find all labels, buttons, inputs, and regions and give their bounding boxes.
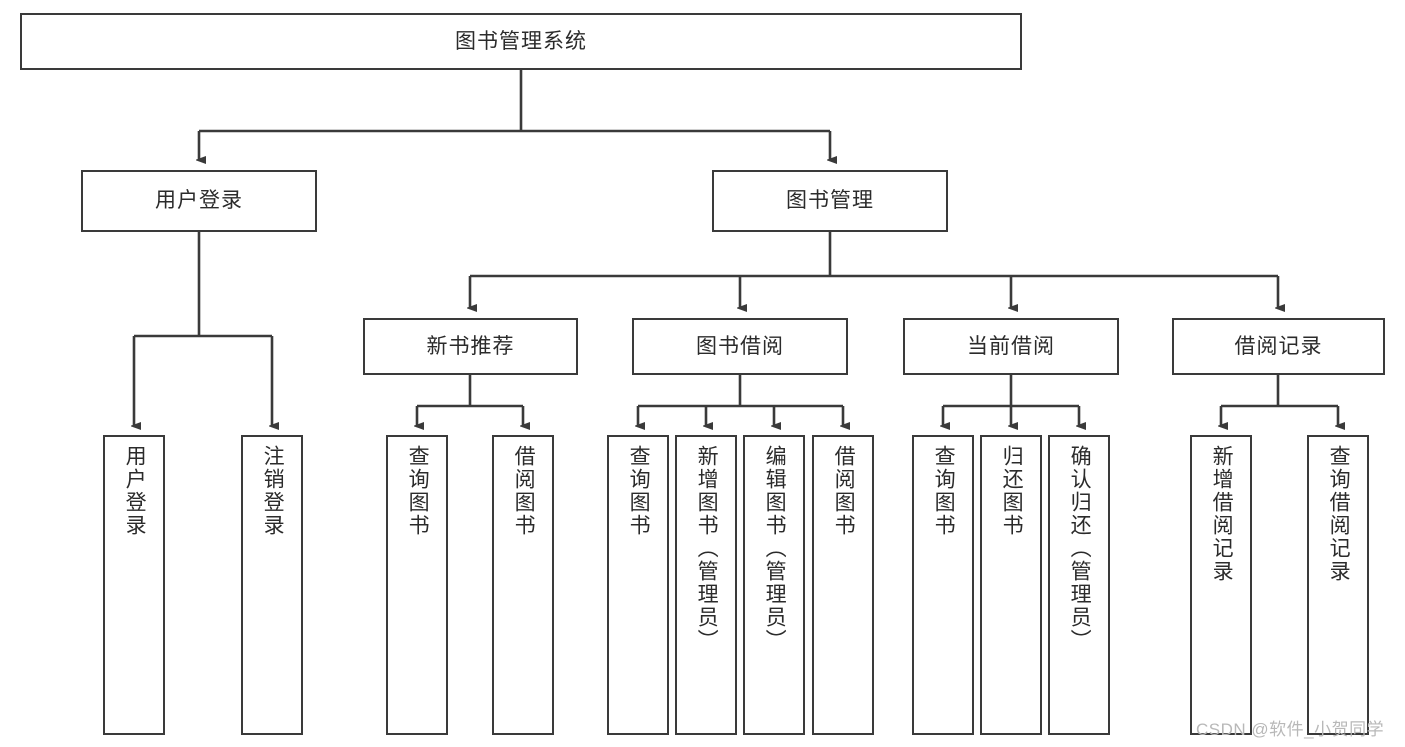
node-label: 查询借阅记录 <box>1327 445 1351 583</box>
node-label: 用户登录 <box>155 189 243 213</box>
leaf-borrow-query-book[interactable]: 查询图书 <box>607 435 669 735</box>
leaf-current-return-book[interactable]: 归还图书 <box>980 435 1042 735</box>
node-label: 新增图书（管理员） <box>695 445 719 652</box>
leaf-record-add-record[interactable]: 新增借阅记录 <box>1190 435 1252 735</box>
node-label: 借阅图书 <box>512 445 536 537</box>
leaf-current-query-book[interactable]: 查询图书 <box>912 435 974 735</box>
csdn-watermark: CSDN @软件_小贺同学 <box>1196 720 1385 739</box>
node-book-management[interactable]: 图书管理 <box>712 170 948 232</box>
node-label: 借阅图书 <box>832 445 856 537</box>
node-book-borrow[interactable]: 图书借阅 <box>632 318 848 375</box>
node-label: 确认归还（管理员） <box>1068 445 1092 652</box>
leaf-borrow-edit-book-admin[interactable]: 编辑图书（管理员） <box>743 435 805 735</box>
node-label: 注销登录 <box>261 445 285 537</box>
node-label: 图书借阅 <box>696 334 784 358</box>
node-current-borrow[interactable]: 当前借阅 <box>903 318 1119 375</box>
leaf-current-confirm-return-admin[interactable]: 确认归还（管理员） <box>1048 435 1110 735</box>
node-new-book-recommend[interactable]: 新书推荐 <box>363 318 578 375</box>
leaf-borrow-add-book-admin[interactable]: 新增图书（管理员） <box>675 435 737 735</box>
leaf-record-query-record[interactable]: 查询借阅记录 <box>1307 435 1369 735</box>
node-label: 查询图书 <box>627 445 651 537</box>
node-user-login[interactable]: 用户登录 <box>81 170 317 232</box>
leaf-newbook-borrow-book[interactable]: 借阅图书 <box>492 435 554 735</box>
node-label: 新增借阅记录 <box>1210 445 1234 583</box>
node-label: 图书管理 <box>786 189 874 213</box>
node-label: 图书管理系统 <box>455 29 587 53</box>
node-label: 新书推荐 <box>426 334 515 358</box>
leaf-borrow-borrow-book[interactable]: 借阅图书 <box>812 435 874 735</box>
node-label: 编辑图书（管理员） <box>763 445 787 652</box>
node-label: 归还图书 <box>1000 445 1024 537</box>
node-label: 用户登录 <box>123 445 147 537</box>
node-borrow-record[interactable]: 借阅记录 <box>1172 318 1385 375</box>
leaf-user-login[interactable]: 用户登录 <box>103 435 165 735</box>
leaf-user-logout[interactable]: 注销登录 <box>241 435 303 735</box>
node-label: 当前借阅 <box>967 334 1055 358</box>
node-label: 查询图书 <box>932 445 956 537</box>
node-label: 查询图书 <box>406 445 430 537</box>
node-label: 借阅记录 <box>1234 334 1323 358</box>
node-root-system[interactable]: 图书管理系统 <box>20 13 1022 70</box>
leaf-newbook-query-book[interactable]: 查询图书 <box>386 435 448 735</box>
